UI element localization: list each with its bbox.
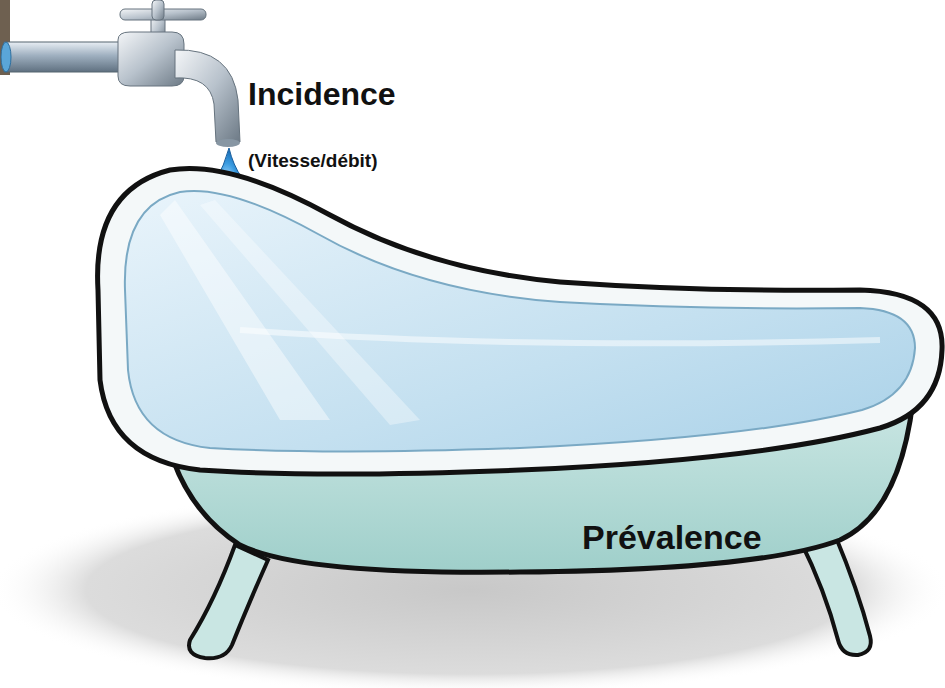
term-label: Incidence — [248, 76, 396, 113]
faucet-spout — [175, 50, 240, 142]
handle-top — [152, 0, 164, 20]
pipe — [4, 42, 134, 72]
bathtub-shape — [80, 150, 945, 680]
spout-mouth — [216, 139, 240, 147]
corner-fragment — [0, 0, 10, 75]
pipe-end — [1, 42, 11, 72]
faucet-body — [118, 32, 184, 86]
subterm-label: (Vitesse/débit) — [248, 150, 378, 172]
node-label: Prévalence — [582, 518, 762, 557]
bathtub: Prévalence — [80, 150, 945, 680]
